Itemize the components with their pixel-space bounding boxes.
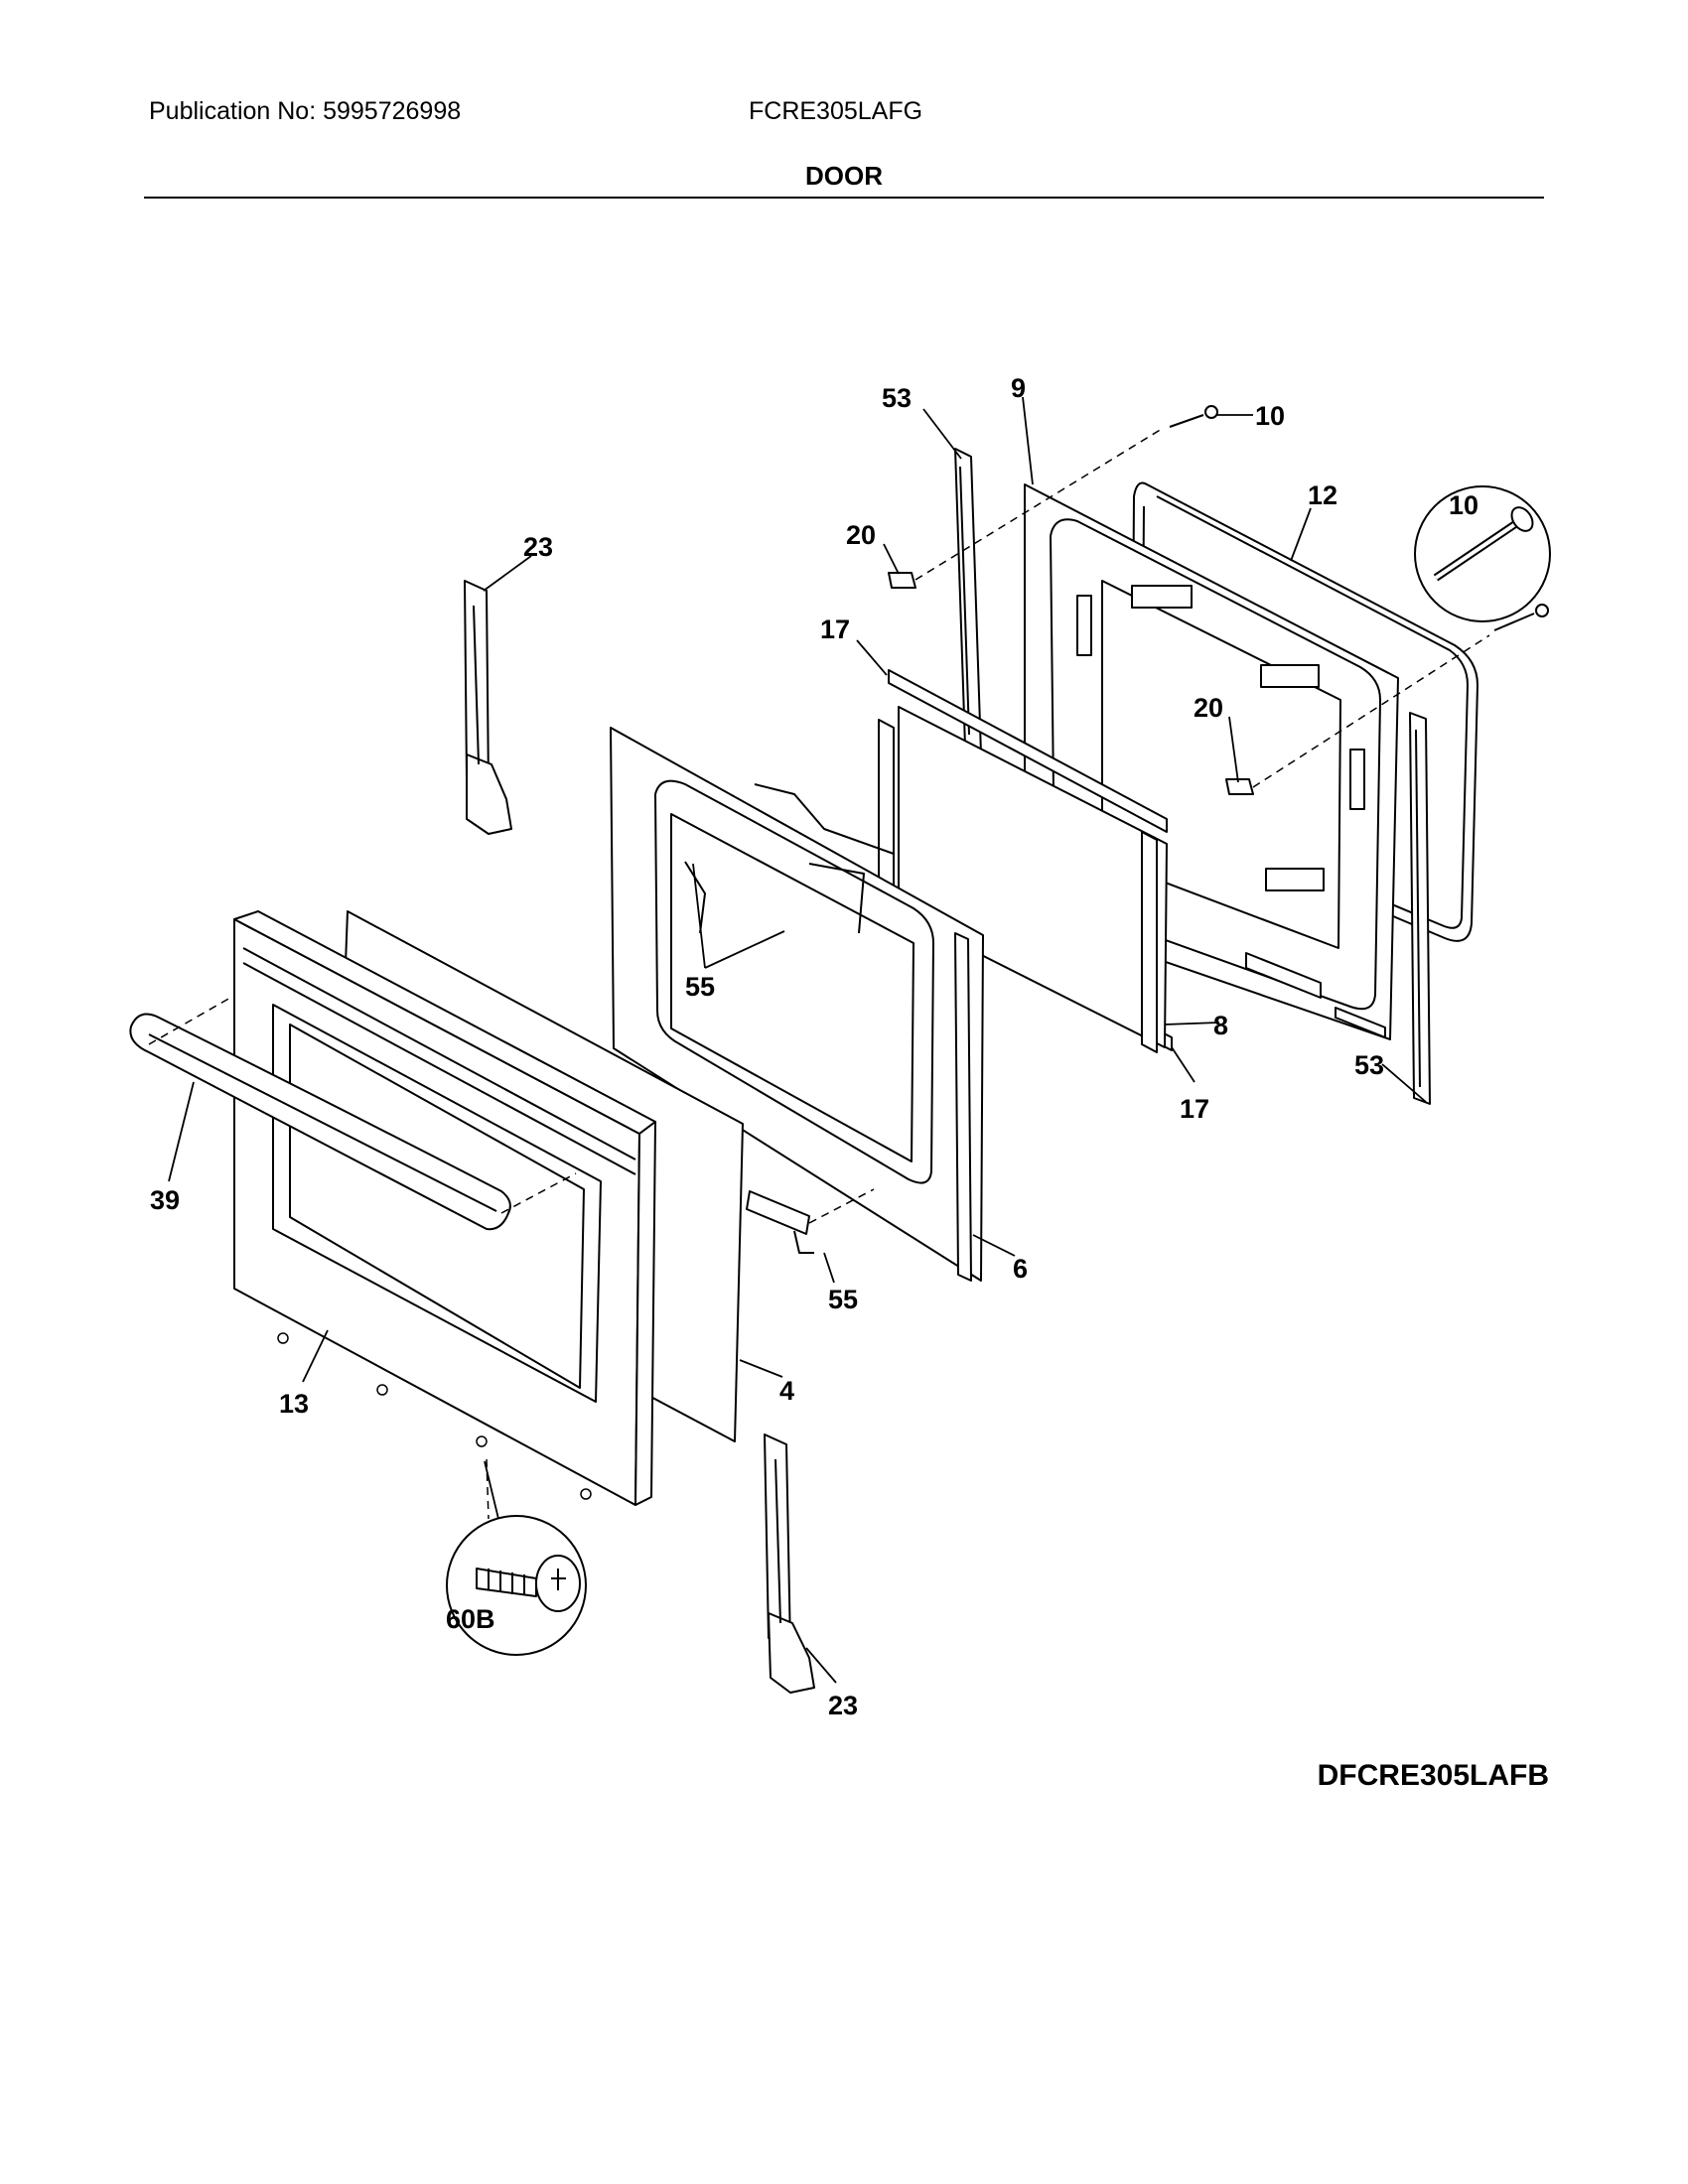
part-8-inner-glass: [878, 706, 1168, 1053]
detail-circle-10: [1414, 485, 1551, 622]
part-10-screw-right: [1493, 604, 1549, 631]
part-20b-clip: [1225, 778, 1254, 795]
callout-13: 13: [279, 1389, 309, 1419]
callout-17: 17: [820, 614, 850, 644]
callout-9: 9: [1011, 373, 1026, 403]
callout-23b: 23: [828, 1691, 858, 1720]
callout-60b: 60B: [446, 1604, 495, 1634]
callout-55: 55: [685, 972, 715, 1002]
callout-53: 53: [882, 383, 912, 413]
assembly-lines: [148, 428, 1490, 1520]
part-55-bracket: [746, 1190, 814, 1254]
header-rule: [144, 197, 1544, 199]
callout-10: 10: [1255, 401, 1285, 431]
part-39-handle: [129, 1013, 511, 1231]
model-number: FCRE305LAFG: [749, 97, 923, 125]
part-60b-screws: [277, 1332, 592, 1500]
part-20-clip: [888, 572, 916, 589]
callout-4: 4: [779, 1376, 794, 1406]
publication-number: Publication No: 5995726998: [149, 97, 462, 125]
part-53b-trim-strip: [1409, 712, 1431, 1105]
page-title: DOOR: [805, 161, 883, 191]
callout-8: 8: [1213, 1011, 1228, 1040]
callout-39: 39: [150, 1185, 180, 1215]
leader-lines: [168, 396, 1427, 1684]
callout-20: 20: [846, 520, 876, 550]
callout-10-detail: 10: [1449, 490, 1478, 520]
callout-55b: 55: [828, 1285, 858, 1314]
part-23-hinge-bottom: [764, 1433, 815, 1694]
callout-23: 23: [523, 532, 553, 562]
callout-17b: 17: [1180, 1094, 1209, 1124]
part-10-screw: [1169, 405, 1218, 428]
callout-labels: 53 9 10 12 10 20 23 17 20 55 8 17 53 39 …: [150, 373, 1478, 1720]
callout-6: 6: [1013, 1254, 1028, 1284]
drawing-code: DFCRE305LAFB: [1317, 1759, 1549, 1792]
part-6-inner-panel: [610, 727, 984, 1282]
callout-12: 12: [1308, 480, 1337, 510]
callout-20b: 20: [1194, 693, 1223, 723]
callout-53b: 53: [1354, 1050, 1384, 1080]
detail-circle-60b: [446, 1515, 587, 1656]
part-23-hinge-top: [464, 580, 512, 835]
